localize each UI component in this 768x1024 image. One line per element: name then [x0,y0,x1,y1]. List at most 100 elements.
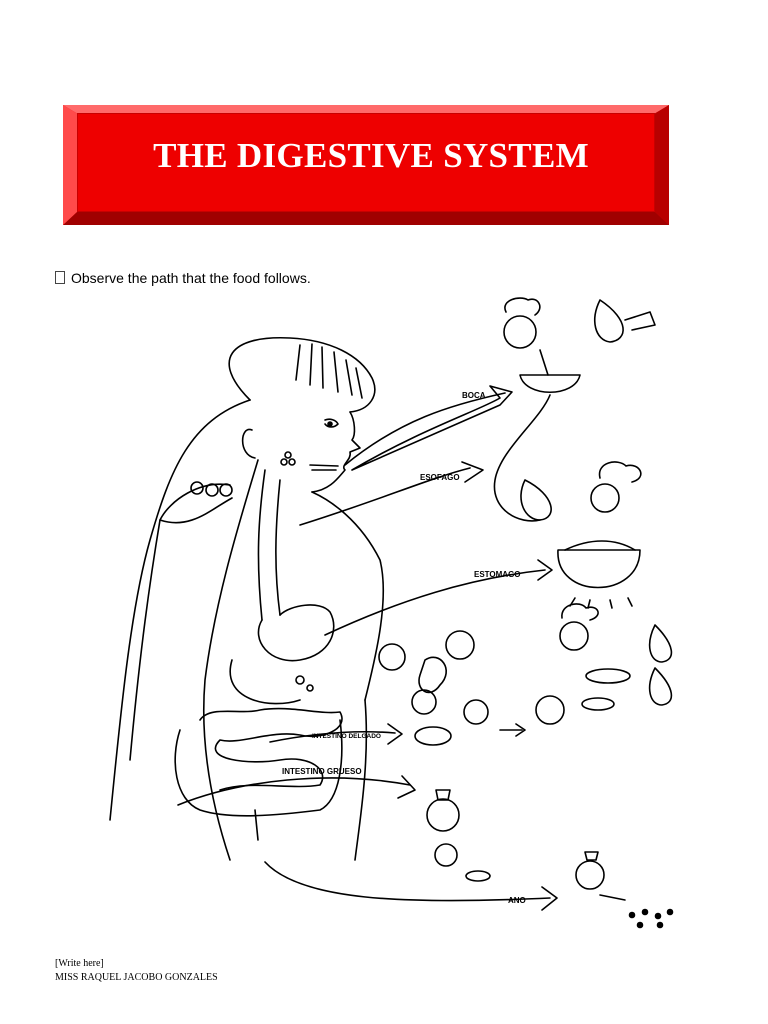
teeth [309,464,339,471]
food-ball-icon [378,643,406,671]
rectum [254,809,259,841]
ponytail [159,483,233,524]
inner-arm [202,459,259,861]
arrow-intestino-delgado-head [387,723,403,745]
drop-dot [656,921,664,929]
checkbox-icon [55,271,65,284]
label-ano: ANO [508,896,526,905]
cap-icon [584,851,599,861]
body-line [129,519,161,761]
food-ball-icon [411,689,437,715]
arrow-estomago-head [537,559,553,581]
belly-outline [354,699,368,861]
chef-hat-icon [504,297,541,316]
food-particle [295,675,305,685]
small-intestine-scene [378,630,615,746]
arrow-boca [344,392,506,466]
mouth-scene [503,297,656,394]
face-profile [311,411,361,493]
pot-lid-icon [564,540,636,551]
esophagus-scene [493,394,642,522]
drop-dot [628,911,636,919]
arrow-ano [264,861,551,902]
arrow-estomago [324,569,546,636]
drop-dot [636,921,644,929]
banner-bevel-bottom [63,211,669,225]
small-intestine [199,707,343,791]
drop-dot [641,908,649,916]
arrows [177,385,558,911]
ring-food-icon [418,656,447,694]
anus-scene [575,851,674,929]
food-ball-icon [463,699,489,725]
food-particle [306,684,314,692]
stomach [257,604,335,662]
label-estomago: ESTOMAGO [474,570,521,579]
hair-bead [219,483,233,497]
chef-hat-icon [561,603,599,621]
arrow-small [499,723,526,737]
esophagus [257,469,266,621]
instruction-label: Observe the path that the food follows. [71,270,311,286]
chef-drop-icon [503,315,537,349]
dropper-icon [624,311,656,331]
back-outline [109,399,251,821]
banner-bevel-top [63,105,669,114]
liver-outline [229,659,301,705]
banner-bevel-right [654,105,669,225]
food-ball-icon [575,860,605,890]
arrow-intestino-delgado [269,730,396,743]
wheel-icon [434,843,458,867]
footer: [Write here] MISS RAQUEL JACOBO GONZALES [55,957,218,985]
ear [241,428,256,459]
esophagus-wall [275,479,281,616]
food-ball-icon [535,695,565,725]
food-particle [284,451,292,459]
mortar-bowl-icon [519,374,581,394]
broom-icon [599,894,626,901]
plate-icon [585,668,631,684]
waste-icon [465,870,491,882]
plate-icon [581,697,615,711]
hair-bead [205,483,219,497]
write-here-placeholder[interactable]: [Write here] [55,958,104,969]
flame-icon [569,597,633,609]
chef-ball-icon [559,621,589,651]
food-particle [288,458,296,466]
tube-icon [493,394,551,522]
hair-outline [228,336,376,413]
chef-ball-icon [590,483,620,513]
arrow-ano-head [541,886,558,911]
arrow-esofago [299,467,471,526]
banner-bevel-left [63,105,78,225]
tray-icon [414,726,452,746]
slide-drop-icon [520,479,552,521]
pestle-icon [539,349,549,376]
drop-character-icon [648,624,673,663]
hair-strands [295,343,363,399]
author-name: MISS RAQUEL JACOBO GONZALES [55,972,218,983]
eye-pupil [327,421,333,427]
food-ball-icon [426,798,460,832]
pot-icon [557,549,641,589]
title-banner: THE DIGESTIVE SYSTEM [63,105,669,225]
saliva-drop-icon [594,299,624,343]
label-intestino-grueso: INTESTINO GRUESO [282,767,362,776]
drop-dot [666,908,674,916]
hair-bead [190,481,204,495]
arrow-intestino-grueso-head [397,775,416,799]
large-intestine [174,719,343,817]
label-boca: BOCA [462,391,486,400]
stomach-scene [557,540,673,706]
chest-outline [311,491,385,701]
label-esofago: ESOFAGO [420,473,460,482]
label-intestino-delgado: INTESTINO DELGADO [312,733,381,740]
cap-icon [435,789,451,801]
large-intestine-scene [426,789,491,882]
page-title: THE DIGESTIVE SYSTEM [153,136,589,175]
drop-character-icon [648,667,673,706]
arrow-intestino-grueso [177,777,411,806]
arrow-esofago-head [461,461,484,483]
human-figure [109,336,385,861]
